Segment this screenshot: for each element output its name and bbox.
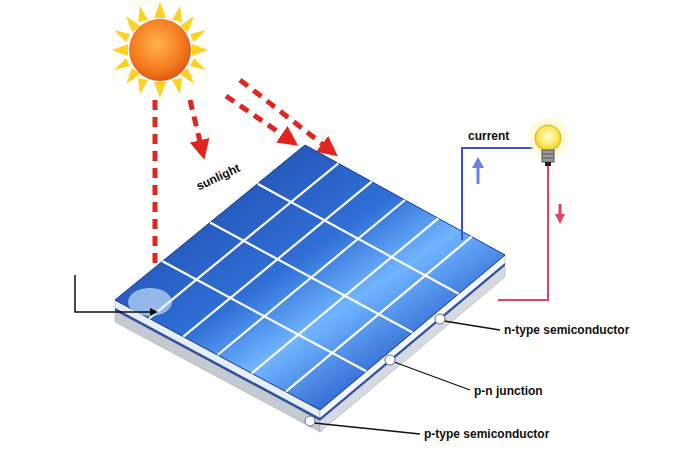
sun-rays: [112, 2, 208, 98]
wire-negative: [462, 148, 533, 240]
current-arrow-up: [472, 157, 484, 184]
sun: [129, 19, 191, 81]
callout-leaders: [305, 314, 500, 434]
wire-positive: [498, 166, 548, 300]
sunlight-label: sunlight: [194, 162, 242, 194]
callout-label: n-type semiconductor: [504, 324, 629, 337]
panel-top: [115, 145, 505, 410]
callout-label: p-type semiconductor: [424, 428, 549, 441]
light-bulb: [528, 118, 568, 166]
leader-line: [75, 275, 150, 312]
current-arrow-down: [555, 204, 565, 224]
panel-grid: [149, 163, 472, 391]
leader-arrowhead: [150, 308, 158, 316]
current-label: current: [468, 130, 509, 143]
callout-label: p-n junction: [474, 385, 543, 398]
